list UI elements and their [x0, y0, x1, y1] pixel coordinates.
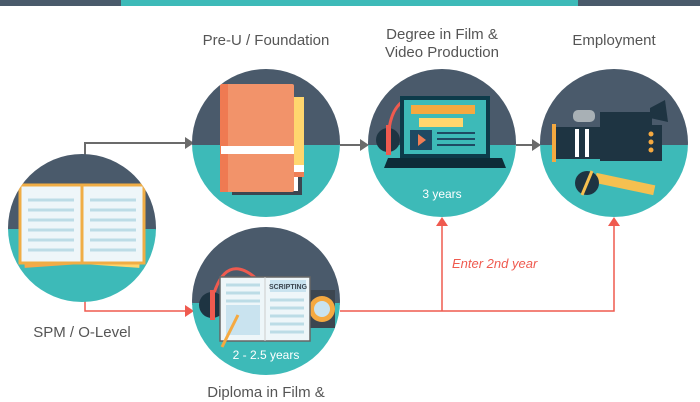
arrow-head — [185, 137, 194, 149]
script-book-headphones-icon — [199, 267, 335, 348]
red-arrows — [84, 226, 615, 312]
spm-label: SPM / O-Level — [33, 324, 131, 341]
diploma-duration: 2 - 2.5 years — [232, 348, 300, 362]
degree-label-line1: Degree in Film & — [386, 26, 498, 43]
arrow-head — [532, 139, 541, 151]
arrow-head — [185, 305, 194, 317]
open-book-icon — [18, 183, 146, 268]
employment-label: Employment — [572, 32, 656, 49]
laptop-headphones-icon — [376, 96, 506, 168]
preu-label: Pre-U / Foundation — [202, 32, 330, 49]
degree-duration: 3 years — [422, 187, 462, 201]
diploma-label: Diploma in Film & — [207, 384, 325, 401]
spm-circle — [8, 154, 156, 302]
arrow-head — [608, 217, 620, 226]
arrow-head — [436, 217, 448, 226]
book-stack-icon — [220, 84, 304, 195]
employment-circle — [540, 69, 688, 217]
degree-circle — [368, 69, 516, 217]
degree-label-line2: Video Production — [385, 44, 499, 61]
video-camera-microphone-icon — [552, 100, 668, 196]
enter-2nd-year-note: Enter 2nd year — [452, 256, 538, 271]
book-tag: SCRIPTING — [269, 284, 308, 291]
preu-circle — [192, 69, 340, 217]
top-bar-accent — [121, 0, 578, 6]
arrow-head — [360, 139, 369, 151]
